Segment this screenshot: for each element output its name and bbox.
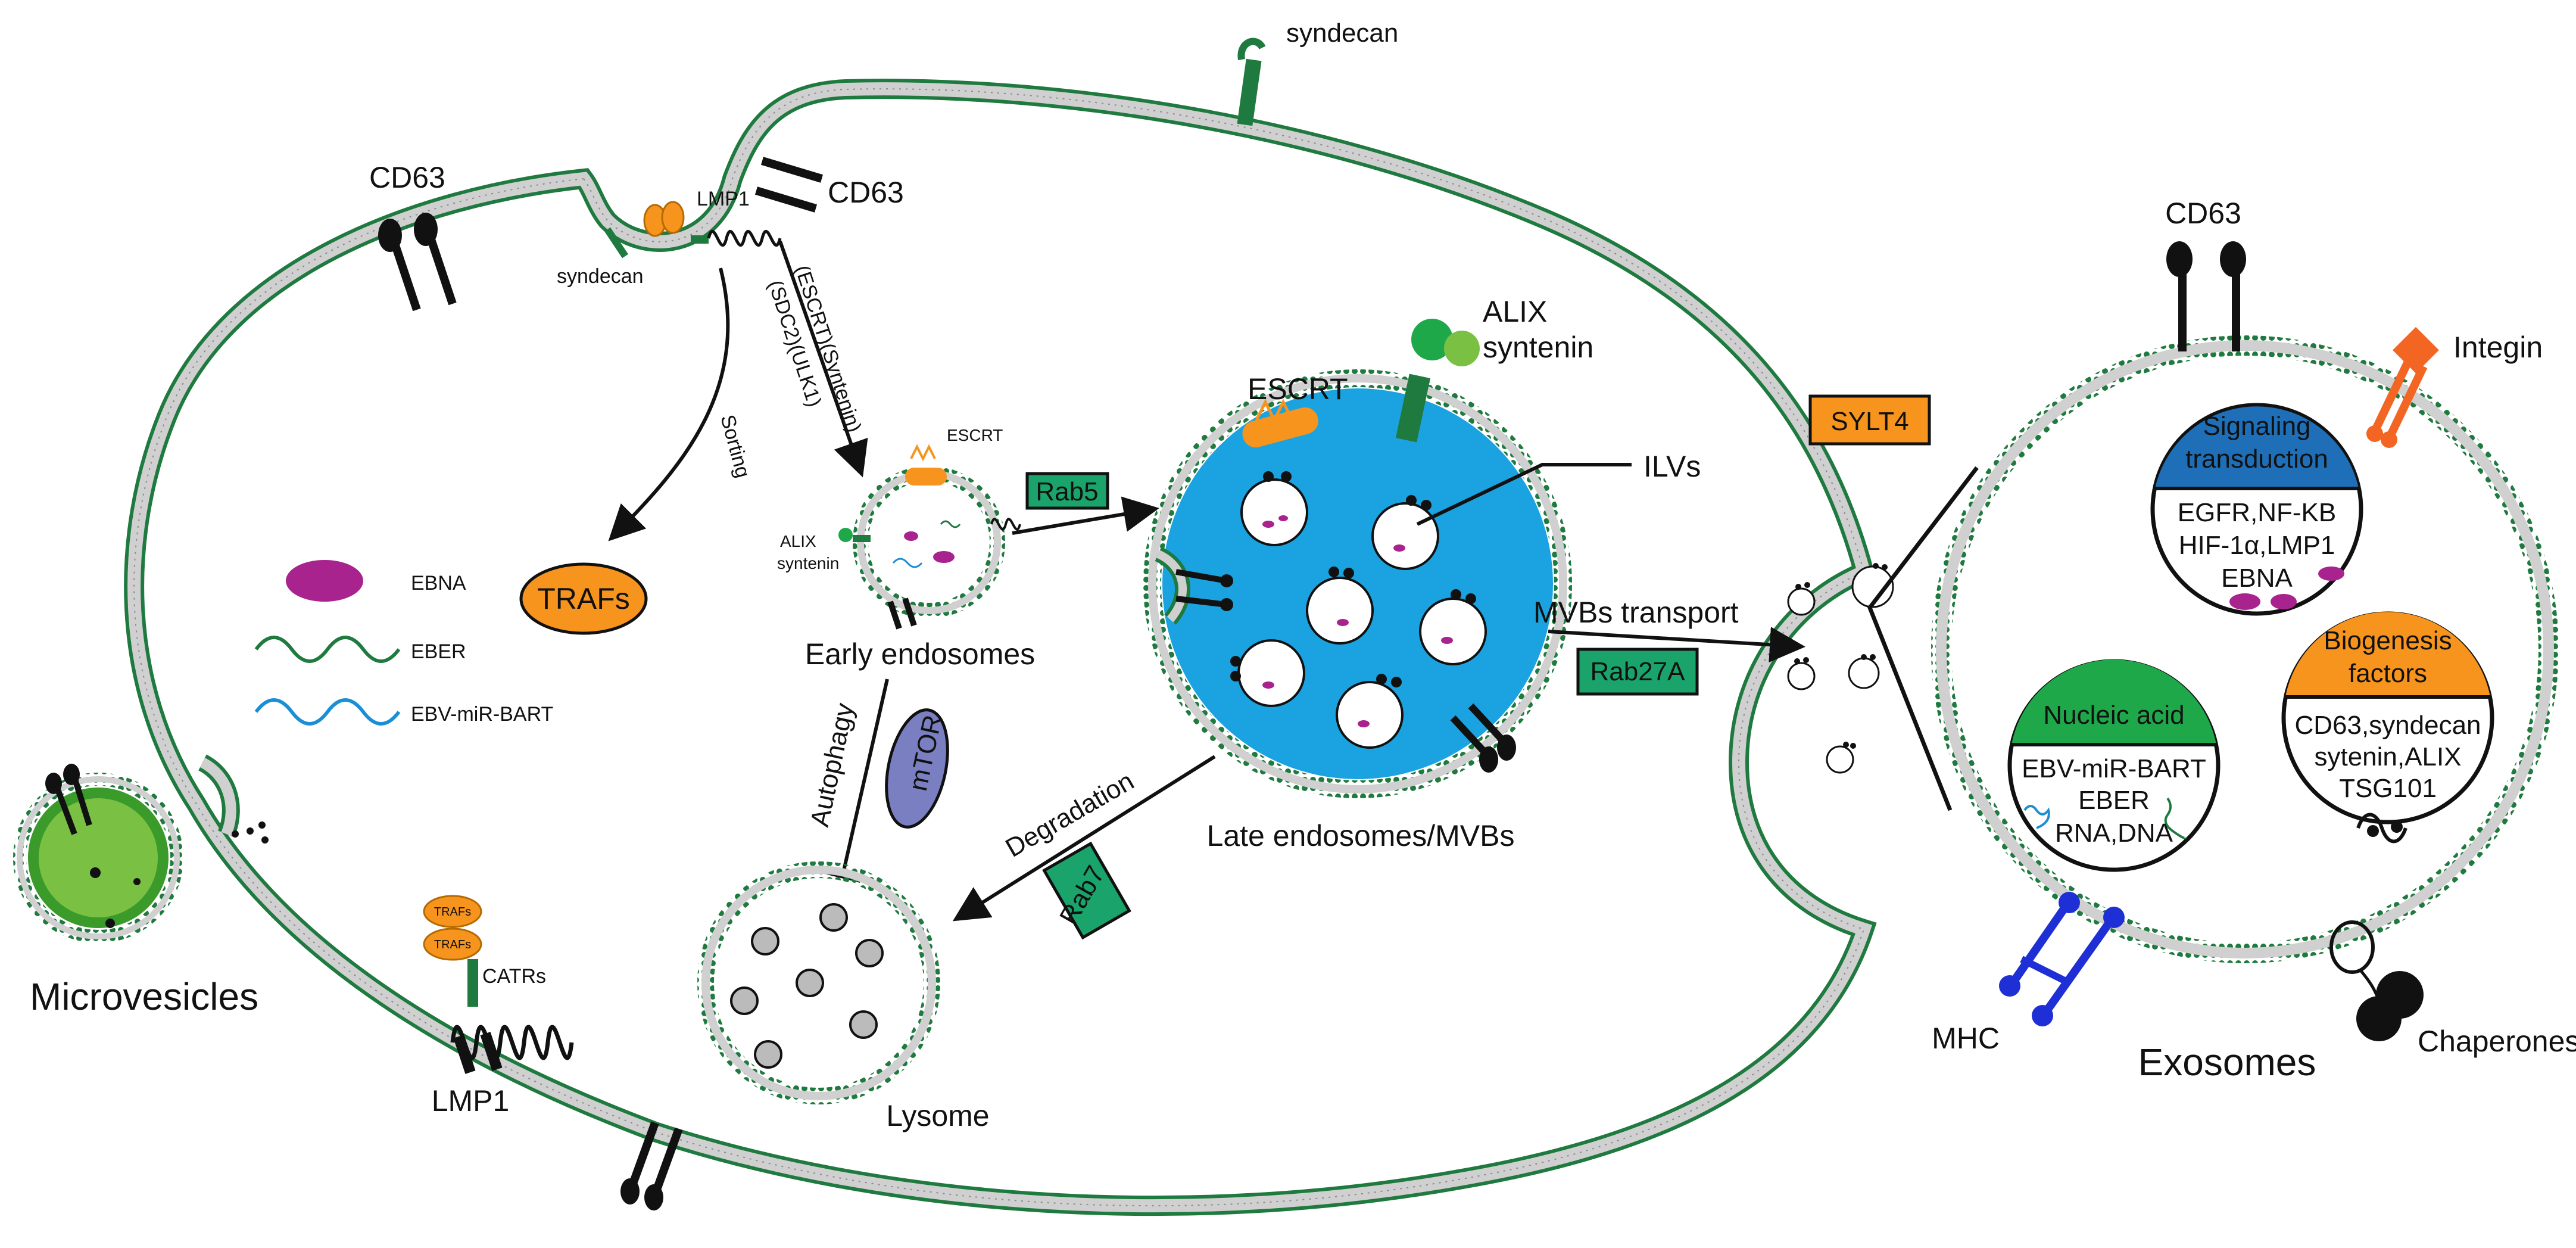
syntenin-small-label: syntenin	[777, 554, 839, 572]
released-exosomes	[1787, 563, 1894, 774]
ilv-6	[1336, 674, 1404, 749]
integin-label: Integin	[2453, 331, 2543, 364]
lysome	[697, 861, 940, 1104]
lmp1-small-label: LMP1	[697, 188, 750, 210]
cd63-left-icon	[378, 213, 457, 312]
degradation-arrow	[952, 755, 1216, 922]
escrt-large-icon	[1255, 399, 1294, 424]
alix-small-label: ALIX	[780, 532, 816, 550]
signaling-line-1: EGFR,NF-KB	[2178, 498, 2336, 527]
budding-notch	[198, 754, 269, 844]
microvesicle	[13, 764, 183, 943]
cd63-mid-icon	[754, 157, 824, 213]
trafs-oval	[519, 562, 648, 635]
lmp1-small-icon	[707, 230, 782, 247]
biogenesis-title-1: Biogenesis	[2324, 626, 2452, 655]
legend-ebna-icon	[286, 560, 363, 602]
catrs-label: CATRs	[482, 965, 546, 988]
legend-eber-icon	[254, 636, 401, 663]
zoom-lines	[1867, 466, 1979, 811]
escrt-small-icon	[910, 444, 936, 462]
sorting-label: Sorting	[716, 412, 754, 480]
syntenin-large-label: syntenin	[1483, 331, 1593, 364]
cd63-left-label: CD63	[369, 161, 445, 194]
escrt-large-label: ESCRT	[1248, 372, 1348, 406]
nucleic-title: Nucleic acid	[2043, 701, 2184, 730]
mhc-icon	[1999, 892, 2125, 1026]
ilvs-label: ILVs	[1643, 450, 1701, 483]
signaling-title-1: Signaling	[2203, 412, 2310, 441]
rab5-box	[1025, 472, 1109, 510]
trafs-small-2-label: TRAFs	[434, 938, 471, 951]
syndecan-top-label: syndecan	[1286, 18, 1398, 48]
pathway-arrow	[778, 241, 868, 478]
syndecan-top-icon	[1237, 38, 1266, 126]
nucleic-line-1: EBV-miR-BART	[2022, 754, 2206, 783]
mvbs-transport-label: MVBs transport	[1533, 596, 1739, 629]
syndecan-left-label: syndecan	[557, 265, 644, 288]
rab27a-box	[1576, 648, 1699, 696]
chaperones-label: Chaperones	[2418, 1025, 2576, 1058]
mvbs-transport-arrow	[1548, 627, 1805, 663]
ilv-4	[1419, 589, 1487, 665]
chaperones-icon	[2329, 920, 2424, 1041]
legend-ebna-label: EBNA	[411, 572, 466, 595]
ilv-2	[1371, 495, 1439, 570]
cd63-exo-icon	[2166, 241, 2246, 351]
early-endosomes-label: Early endosomes	[805, 637, 1035, 671]
autophagy-label: Autophagy	[805, 701, 860, 829]
nucleic-line-2: EBER	[2078, 786, 2150, 815]
cd63-bottom-icon	[620, 1121, 683, 1210]
trafs-small-1-label: TRAFs	[434, 905, 471, 919]
biogenesis-line-2: sytenin,ALIX	[2314, 742, 2461, 771]
mtor-oval	[885, 708, 949, 829]
legend: EBNA EBER EBV-miR-BART	[254, 560, 553, 726]
mhc-label: MHC	[1932, 1022, 2000, 1055]
ilv-1	[1240, 471, 1308, 546]
sorting-arrow	[608, 267, 730, 541]
rab5-arrow	[1012, 496, 1159, 535]
invagination-syndecan-icon	[604, 201, 709, 259]
legend-eber-label: EBER	[411, 640, 466, 663]
ilv-5	[1230, 639, 1305, 707]
nucleic-line-3: RNA,DNA	[2055, 818, 2173, 848]
ilv-3	[1306, 567, 1374, 645]
alix-syntenin-icon	[1411, 319, 1480, 366]
rab5-label: Rab5	[1036, 477, 1098, 506]
trafs-oval-label: TRAFs	[537, 582, 630, 615]
cd63-mid-label: CD63	[828, 176, 904, 209]
biogenesis-circle	[2281, 611, 2494, 844]
sylt4-box	[1808, 394, 1931, 446]
lmp1-bottom-icon	[423, 895, 574, 1074]
signaling-circle	[2150, 403, 2363, 616]
legend-ebv-mir-bart-icon	[254, 698, 401, 726]
late-endosomes-label: Late endosomes/MVBs	[1207, 819, 1515, 852]
early-endosome	[838, 466, 1021, 630]
biogenesis-title-2: factors	[2349, 659, 2427, 688]
sylt4-label: SYLT4	[1830, 407, 1908, 436]
signaling-line-2: HIF-1α,LMP1	[2179, 531, 2335, 560]
nucleic-circle	[2007, 659, 2221, 872]
alix-large-label: ALIX	[1483, 295, 1547, 328]
biogenesis-line-3: TSG101	[2339, 774, 2437, 803]
ilv-vesicles	[1230, 471, 1487, 749]
lysome-label: Lysome	[886, 1099, 989, 1132]
lmp1-bottom-label: LMP1	[432, 1084, 510, 1118]
legend-ebv-mir-bart-label: EBV-miR-BART	[411, 703, 553, 726]
ilvs-pointer	[1416, 463, 1632, 526]
cd63-exo-label: CD63	[2165, 197, 2241, 230]
microvesicles-label: Microvesicles	[30, 975, 258, 1018]
escrt-small-label: ESCRT	[947, 426, 1003, 444]
biogenesis-line-1: CD63,syndecan	[2294, 711, 2481, 740]
exosomes-label: Exosomes	[2138, 1041, 2316, 1084]
rab7-box	[1042, 841, 1131, 940]
signaling-title-2: transduction	[2185, 444, 2328, 474]
rab27a-label: Rab27A	[1590, 657, 1685, 686]
signaling-line-3: EBNA	[2221, 564, 2293, 593]
cell-membrane	[124, 79, 1877, 1216]
